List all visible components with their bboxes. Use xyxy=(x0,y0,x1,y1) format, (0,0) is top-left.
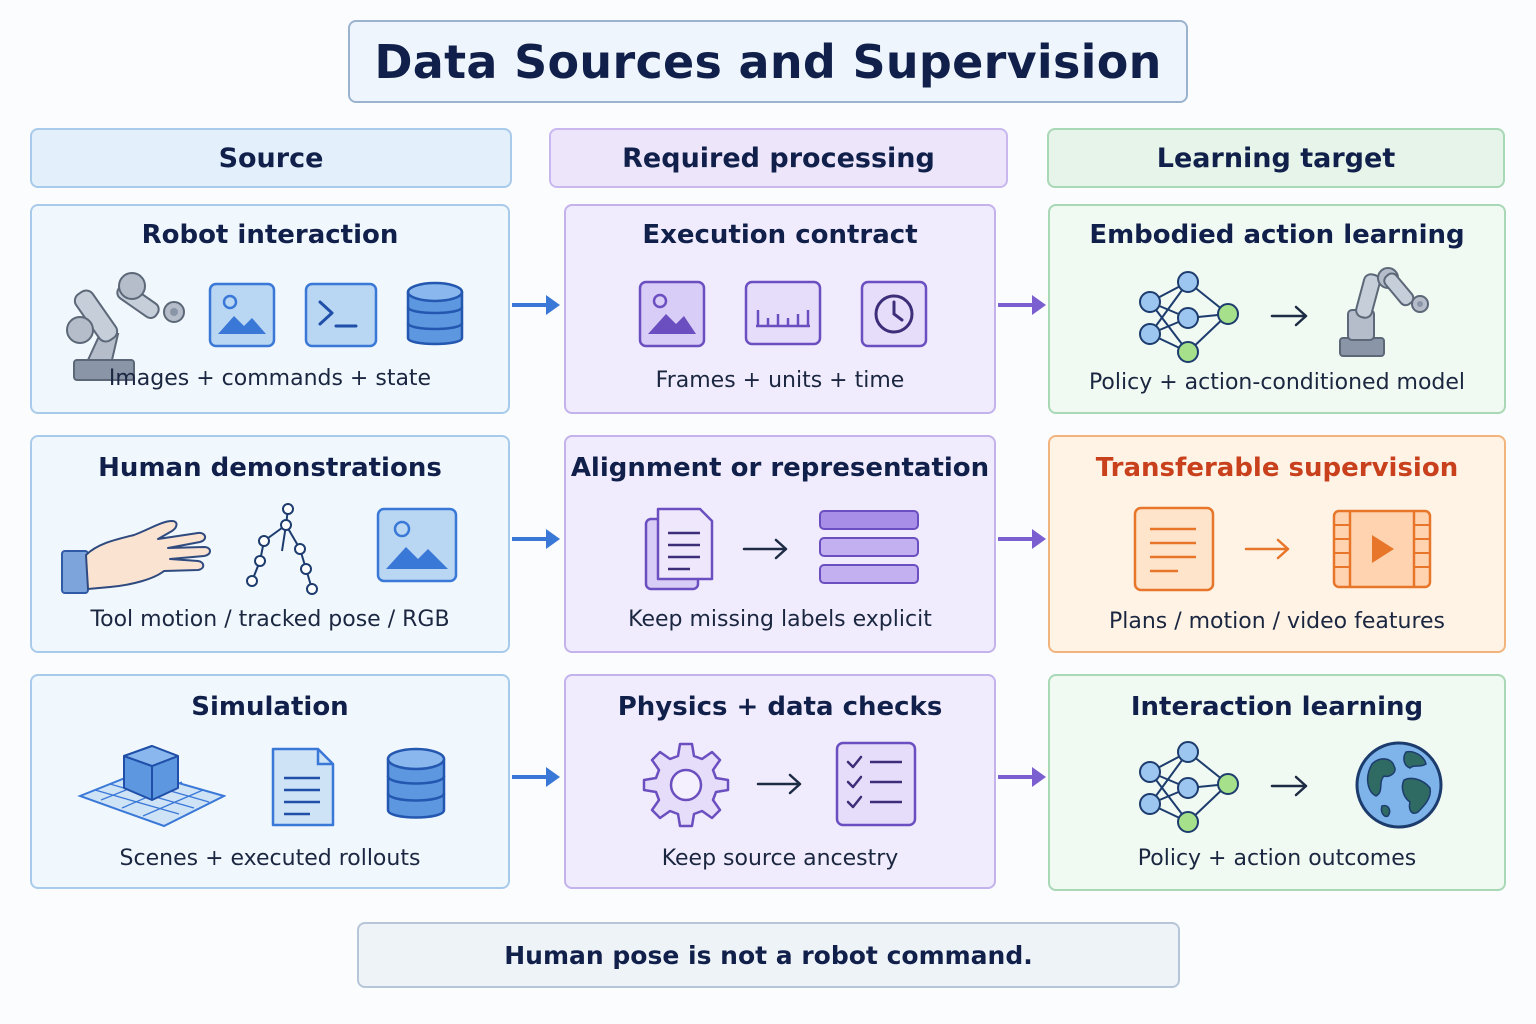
arrow-right-icon xyxy=(998,295,1046,315)
card-caption: Plans / motion / video features xyxy=(1108,609,1446,634)
arrow-right-icon xyxy=(512,295,560,315)
card-title: Human demonstrations xyxy=(98,453,442,483)
list-bars-icon xyxy=(819,510,919,584)
card-title: Transferable supervision xyxy=(1095,453,1459,483)
card-title: Alignment or representation xyxy=(570,453,990,483)
card-caption: Policy + action outcomes xyxy=(1137,846,1417,871)
card-simulation: Simulation Scenes + executed rollouts xyxy=(30,674,510,889)
neural-network-icon xyxy=(1139,271,1239,363)
database-icon xyxy=(406,281,464,346)
terminal-icon xyxy=(304,282,378,348)
ruler-icon xyxy=(744,280,822,346)
card-caption: Policy + action-conditioned model xyxy=(1088,370,1466,395)
robot-arm-icon xyxy=(1339,267,1429,357)
column-header-target: Learning target xyxy=(1047,128,1505,188)
card-title: Simulation xyxy=(191,692,349,722)
page-title: Data Sources and Supervision xyxy=(374,34,1162,89)
document-icon xyxy=(1133,506,1215,592)
footer-note: Human pose is not a robot command. xyxy=(504,940,1033,970)
card-caption: Keep missing labels explicit xyxy=(628,607,932,632)
card-embodied-action-learning: Embodied action learning Policy + action… xyxy=(1048,204,1506,414)
arrow-right-icon xyxy=(998,529,1046,549)
card-caption: Scenes + executed rollouts xyxy=(119,846,421,871)
card-execution-contract: Execution contract Frames + units + time xyxy=(564,204,996,414)
arrow-right-icon xyxy=(998,767,1046,787)
skeleton-pose-icon xyxy=(246,503,318,595)
footer-note-box: Human pose is not a robot command. xyxy=(357,922,1180,988)
neural-network-icon xyxy=(1139,741,1239,833)
card-physics-data-checks: Physics + data checks Keep source ancest… xyxy=(564,674,996,889)
card-caption: Frames + units + time xyxy=(655,368,905,393)
image-icon xyxy=(376,507,458,583)
arrow-right-icon xyxy=(756,773,802,795)
card-caption: Tool motion / tracked pose / RGB xyxy=(90,607,450,632)
card-title: Interaction learning xyxy=(1130,692,1424,722)
card-human-demonstrations: Human demonstrations Tool motion / track… xyxy=(30,435,510,653)
card-caption: Keep source ancestry xyxy=(661,846,899,871)
image-icon xyxy=(638,280,706,348)
video-icon xyxy=(1332,509,1432,589)
card-title: Physics + data checks xyxy=(617,692,943,722)
arrow-right-icon xyxy=(1244,538,1290,560)
card-title: Robot interaction xyxy=(141,220,399,250)
cube-grid-icon xyxy=(77,745,226,828)
arrow-right-icon xyxy=(512,529,560,549)
card-alignment-or-representation: Alignment or representation Keep missing… xyxy=(564,435,996,653)
checklist-icon xyxy=(835,741,917,827)
database-icon xyxy=(386,747,446,819)
documents-icon xyxy=(644,507,714,591)
card-caption: Images + commands + state xyxy=(108,366,432,391)
card-interaction-learning: Interaction learning Policy + action out… xyxy=(1048,674,1506,891)
arrow-right-icon xyxy=(742,538,788,560)
document-icon xyxy=(271,747,335,827)
robot-arm-icon xyxy=(66,272,185,381)
arrow-right-icon xyxy=(1270,305,1308,327)
column-header-source: Source xyxy=(30,128,512,188)
hand-icon xyxy=(61,520,211,594)
card-robot-interaction: Robot interaction Images + commands + st… xyxy=(30,204,510,414)
globe-icon xyxy=(1355,741,1443,829)
page-title-box: Data Sources and Supervision xyxy=(348,20,1188,103)
column-header-processing: Required processing xyxy=(549,128,1008,188)
gear-icon xyxy=(642,742,730,828)
card-title: Execution contract xyxy=(642,220,918,250)
card-title: Embodied action learning xyxy=(1089,220,1465,250)
image-icon xyxy=(208,282,276,348)
arrow-right-icon xyxy=(512,767,560,787)
card-transferable-supervision: Transferable supervision Plans / motion … xyxy=(1048,435,1506,653)
clock-icon xyxy=(860,280,928,348)
arrow-right-icon xyxy=(1270,775,1308,797)
